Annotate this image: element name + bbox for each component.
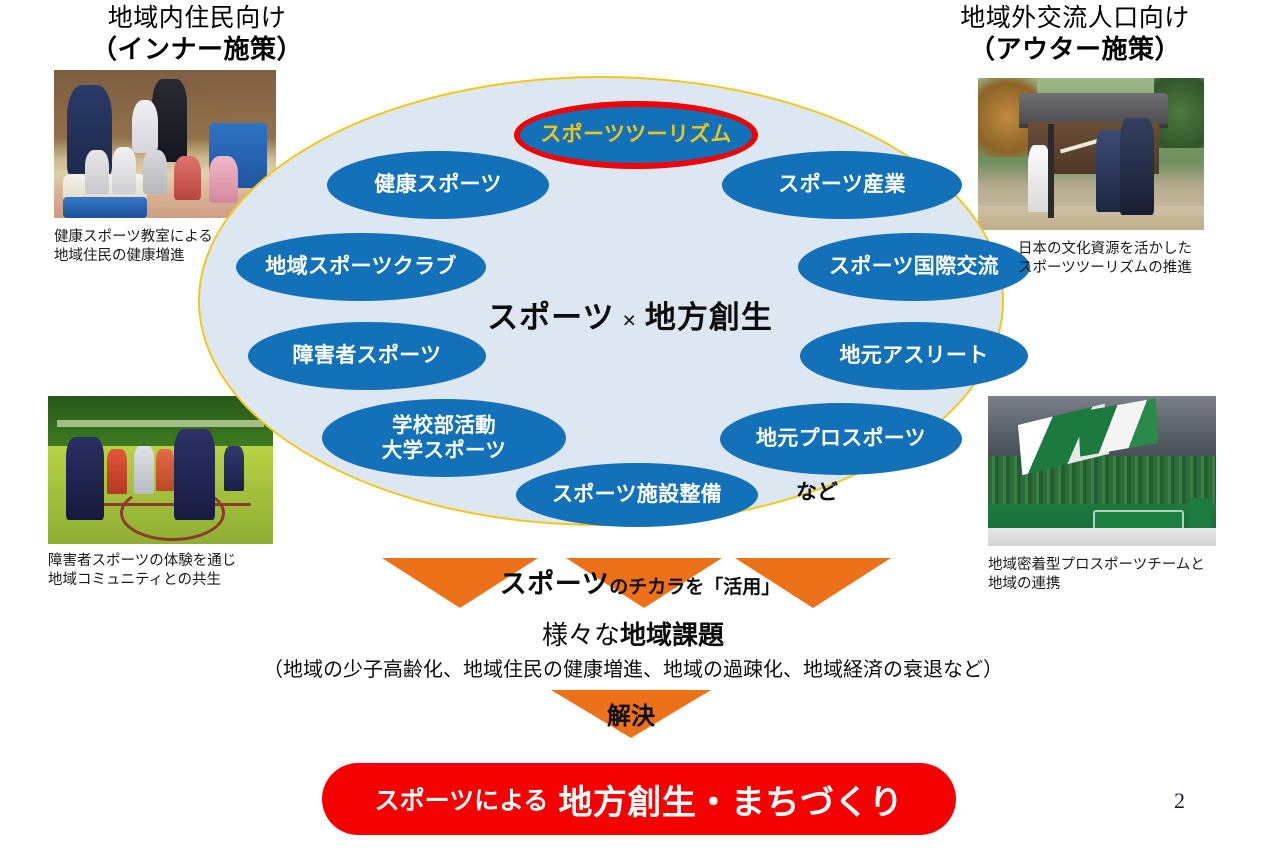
center-label-left: スポーツ	[487, 300, 615, 335]
heading-inner-policy: 地域内住民向け （インナー施策）	[52, 4, 342, 64]
bubble-sports-facility-development[interactable]: スポーツ施設整備	[516, 463, 758, 527]
photo-kendo-cultural-tourism	[978, 78, 1204, 230]
issues-prefix: 様々な	[541, 620, 620, 650]
photo-amputee-football	[48, 396, 273, 544]
bubble-sports-tourism[interactable]: スポーツツーリズム	[514, 101, 758, 169]
use-power-small: のチカラを「活用」	[609, 577, 781, 598]
bubble-local-pro-sports[interactable]: 地元プロスポーツ	[720, 403, 962, 475]
heading-outer-line1: 地域外交流人口向け	[960, 4, 1190, 32]
center-label-times: ×	[622, 307, 637, 333]
solve-label: 解決	[607, 703, 655, 730]
caption-kendo-cultural-tourism: 日本の文化資源を活かした スポーツツーリズムの推進	[1018, 241, 1192, 276]
heading-inner-line2: （インナー施策）	[90, 33, 303, 64]
heading-outer-line2: （アウター施策）	[968, 33, 1181, 64]
photo-health-sports-class	[54, 70, 276, 218]
bubble-para-sports[interactable]: 障害者スポーツ	[248, 322, 486, 390]
bubble-health-sports[interactable]: 健康スポーツ	[327, 151, 549, 219]
use-power-strong: スポーツ	[499, 569, 610, 599]
regional-issues-title: 様々な地域課題	[333, 615, 933, 652]
center-label-right: 地方創生	[644, 300, 773, 335]
result-banner-big: 地方創生・まちづくり	[558, 783, 904, 822]
heading-inner-line1: 地域内住民向け	[107, 4, 287, 32]
caption-health-sports-class: 健康スポーツ教室による 地域住民の健康増進	[54, 229, 213, 264]
issues-bold: 地域課題	[620, 620, 725, 650]
page-number: 2	[1174, 788, 1185, 813]
caption-amputee-football: 障害者スポーツの体験を通じ 地域コミュニティとの共生	[48, 553, 237, 588]
ellipse-etc-label: など	[796, 481, 838, 504]
arrow-down-right	[735, 558, 891, 608]
ellipse-center-label: スポーツ × 地方創生	[440, 292, 820, 337]
result-banner-small: スポーツによる	[374, 787, 549, 815]
arrow-down-solve	[551, 690, 711, 738]
use-sports-power-label: スポーツのチカラを「活用」	[430, 562, 850, 601]
result-banner: スポーツによる地方創生・まちづくり	[322, 763, 956, 835]
arrow-down-left	[382, 558, 538, 608]
photo-pro-team-supporters	[988, 396, 1216, 546]
heading-outer-policy: 地域外交流人口向け （アウター施策）	[930, 4, 1220, 64]
arrow-down-middle	[566, 558, 722, 608]
bubble-regional-sports-club[interactable]: 地域スポーツクラブ	[236, 233, 486, 301]
bubble-sports-international-exchange[interactable]: スポーツ国際交流	[798, 233, 1030, 301]
bubble-school-university-sports[interactable]: 学校部活動 大学スポーツ	[322, 399, 566, 477]
bubble-local-athlete[interactable]: 地元アスリート	[800, 322, 1028, 390]
bubble-sports-industry[interactable]: スポーツ産業	[722, 151, 962, 219]
regional-issues-detail: （地域の少子高齢化、地域住民の健康増進、地域の過疎化、地域経済の衰退など）	[263, 659, 1003, 681]
caption-pro-team-supporters: 地域密着型プロスポーツチームと 地域の連携	[988, 557, 1205, 592]
